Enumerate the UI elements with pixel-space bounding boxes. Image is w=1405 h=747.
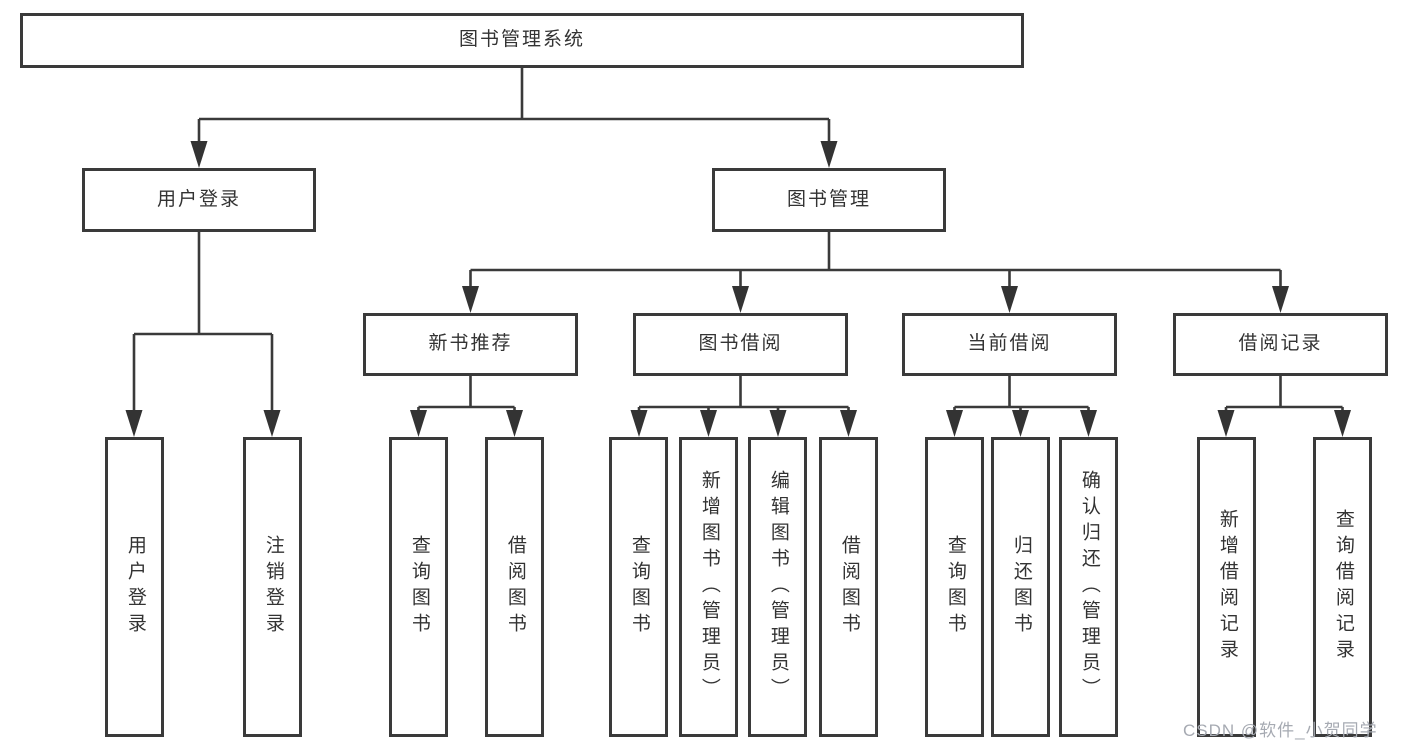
- csdn-watermark: CSDN @软件_小贺同学: [1183, 721, 1378, 740]
- node-book-borrow: 图书借阅: [633, 313, 848, 376]
- leaf-add-books-admin: 新增图书（管理员）: [679, 437, 738, 737]
- leaf-edit-books-admin: 编辑图书（管理员）: [748, 437, 807, 737]
- node-book-management: 图书管理: [712, 168, 946, 232]
- leaf-confirm-return-admin: 确认归还（管理员）: [1059, 437, 1118, 737]
- leaf-add-borrow-record: 新增借阅记录: [1197, 437, 1256, 737]
- leaf-user-login: 用户登录: [105, 437, 164, 737]
- leaf-query-books-1: 查询图书: [389, 437, 448, 737]
- node-current-borrow: 当前借阅: [902, 313, 1117, 376]
- leaf-query-borrow-record: 查询借阅记录: [1313, 437, 1372, 737]
- leaf-borrow-books-1: 借阅图书: [485, 437, 544, 737]
- node-user-login: 用户登录: [82, 168, 316, 232]
- leaf-return-books: 归还图书: [991, 437, 1050, 737]
- node-system-root: 图书管理系统: [20, 13, 1024, 68]
- node-borrow-records: 借阅记录: [1173, 313, 1388, 376]
- leaf-borrow-books-2: 借阅图书: [819, 437, 878, 737]
- leaf-query-books-3: 查询图书: [925, 437, 984, 737]
- leaf-query-books-2: 查询图书: [609, 437, 668, 737]
- leaf-logout: 注销登录: [243, 437, 302, 737]
- node-new-book-recommend: 新书推荐: [363, 313, 578, 376]
